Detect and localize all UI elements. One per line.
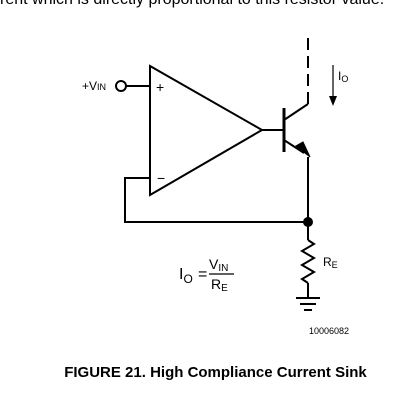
formula-lhs: IO bbox=[179, 266, 193, 286]
opamp-triangle bbox=[149, 64, 265, 197]
opamp-plus-sign: + bbox=[156, 79, 164, 95]
transistor-collector bbox=[283, 103, 309, 121]
resistor-zigzag bbox=[300, 239, 316, 284]
current-arrow-head-icon bbox=[329, 96, 337, 106]
current-formula: IO = VIN RE bbox=[179, 256, 234, 294]
header-text: rent which is directly proportional to t… bbox=[0, 0, 401, 9]
formula-numerator: VIN bbox=[209, 256, 228, 274]
transistor-emitter bbox=[283, 139, 305, 154]
figure-caption: FIGURE 21. High Compliance Current Sink bbox=[64, 364, 367, 381]
figure-number: 10006082 bbox=[309, 326, 350, 336]
resistor-label: RE bbox=[323, 255, 338, 270]
feedback-wire bbox=[124, 177, 308, 223]
output-current-label: IO bbox=[338, 69, 348, 84]
ground-icon bbox=[296, 297, 320, 311]
emitter-arrow-icon bbox=[295, 141, 311, 158]
input-label: +VIN bbox=[82, 79, 106, 93]
opamp-minus-sign: − bbox=[157, 170, 165, 186]
formula-equals: = bbox=[198, 266, 207, 283]
input-terminal bbox=[115, 80, 127, 92]
formula-denominator: RE bbox=[211, 276, 228, 294]
